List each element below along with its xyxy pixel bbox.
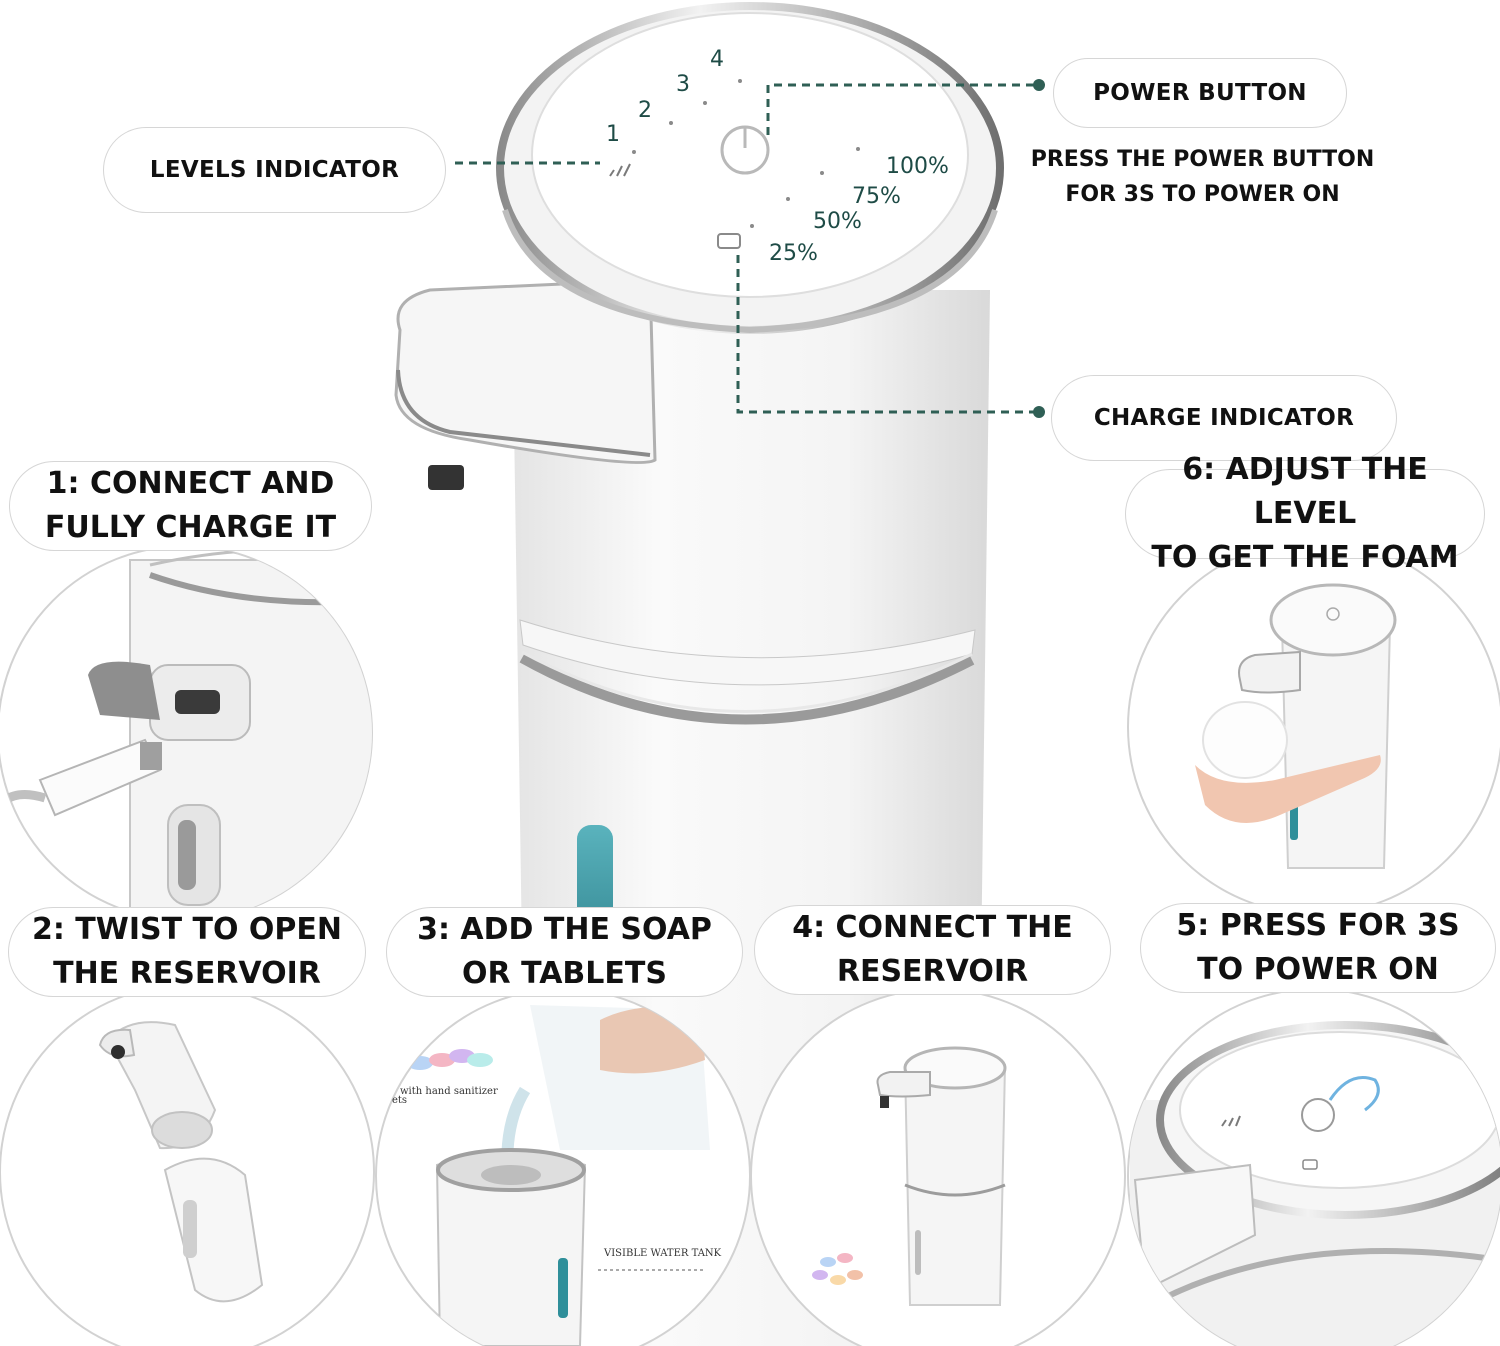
power-callout-dot <box>1033 79 1045 91</box>
battery-50-label: 50% <box>813 209 862 234</box>
charge-indicator-label: CHARGE INDICATOR <box>1093 405 1355 431</box>
battery-25-label: 25% <box>769 241 818 266</box>
power-button-note: PRESS THE POWER BUTTON FOR 3S TO POWER O… <box>1000 142 1405 212</box>
power-button-callout: POWER BUTTON <box>1053 58 1347 128</box>
step-1-line1: 1: CONNECT AND <box>46 466 335 501</box>
charge-indicator-callout: CHARGE INDICATOR <box>1051 375 1397 461</box>
power-note-line1: PRESS THE POWER BUTTON <box>1030 147 1375 172</box>
step1-image <box>0 545 373 921</box>
foam <box>1202 701 1288 779</box>
step-4-label: 4: CONNECT THE RESERVOIR <box>754 905 1111 995</box>
level-1-label: 1 <box>606 122 620 147</box>
port-cover <box>88 661 160 720</box>
step-3-line2: OR TABLETS <box>462 956 667 991</box>
signal-bars-icon <box>609 163 631 177</box>
step3-image <box>375 988 751 1346</box>
step-4-line1: 4: CONNECT THE <box>792 910 1073 945</box>
step-2-line1: 2: TWIST TO OPEN <box>31 912 343 947</box>
step-5-line2: TO POWER ON <box>1197 952 1439 987</box>
visible-tank-caption: VISIBLE WATER TANK <box>603 1248 722 1259</box>
step-3-line1: 3: ADD THE SOAP <box>417 912 712 947</box>
battery-icon <box>717 233 741 249</box>
step-2-label: 2: TWIST TO OPEN THE RESERVOIR <box>8 907 366 997</box>
dispenser-bottom-half <box>163 1157 264 1303</box>
tablets-caption: ets <box>392 1095 407 1106</box>
receiving-hand <box>1195 755 1381 823</box>
finger-press-icon <box>1328 1076 1380 1112</box>
step5-image <box>1127 988 1500 1346</box>
battery-100-label: 100% <box>886 154 949 179</box>
step-6-line2: TO GET THE FOAM <box>1151 540 1459 575</box>
power-note-line2: FOR 3S TO POWER ON <box>1065 182 1340 207</box>
step6-image <box>1127 539 1500 915</box>
charge-callout-dot <box>1033 406 1045 418</box>
step4-image <box>750 988 1126 1346</box>
level-4-label: 4 <box>710 47 724 72</box>
level-2-label: 2 <box>638 98 652 123</box>
step-2-line2: THE RESERVOIR <box>53 956 321 991</box>
levels-indicator-callout: LEVELS INDICATOR <box>103 127 446 213</box>
step2-image <box>0 984 375 1346</box>
usb-port <box>175 690 220 714</box>
soap-tablets-small <box>812 1253 863 1285</box>
step-6-line1: 6: ADJUST THE LEVEL <box>1182 452 1428 531</box>
step-1-line2: FULLY CHARGE IT <box>44 510 337 545</box>
step-1-label: 1: CONNECT AND FULLY CHARGE IT <box>9 461 372 551</box>
battery-75-label: 75% <box>852 184 901 209</box>
step-4-line2: RESERVOIR <box>836 954 1029 989</box>
nozzle <box>428 465 464 490</box>
sanitizer-caption: with hand sanitizer <box>400 1086 498 1097</box>
step-5-label: 5: PRESS FOR 3S TO POWER ON <box>1140 903 1496 993</box>
step-3-label: 3: ADD THE SOAP OR TABLETS <box>386 907 743 997</box>
leader-lines <box>455 83 1036 414</box>
power-button-label: POWER BUTTON <box>1093 80 1307 106</box>
levels-indicator-label: LEVELS INDICATOR <box>149 157 400 183</box>
step-5-line1: 5: PRESS FOR 3S <box>1176 908 1460 943</box>
level-3-label: 3 <box>676 72 690 97</box>
step-6-label: 6: ADJUST THE LEVEL TO GET THE FOAM <box>1125 452 1485 575</box>
